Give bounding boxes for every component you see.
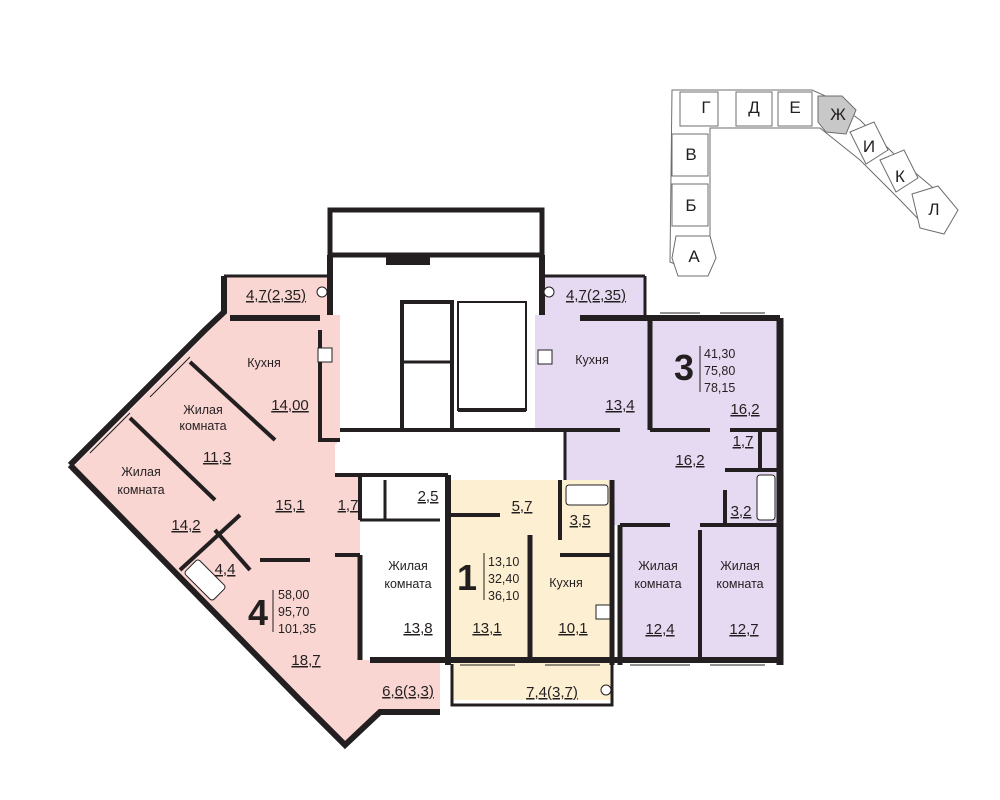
key-label-e: Е	[789, 98, 800, 117]
a3-kitchen-label: Кухня	[575, 353, 608, 367]
apartment-4[interactable]	[70, 276, 440, 745]
a4-bath-area: 4,4	[215, 561, 236, 578]
a1-hall-area: 5,7	[512, 498, 533, 515]
a4-room3-label-2: комната	[384, 577, 431, 591]
a3-room2-label-2: комната	[634, 577, 681, 591]
a3-room3-label-1: Жилая	[720, 559, 760, 573]
key-label-a: А	[688, 247, 700, 266]
a4-wc-area: 1,7	[338, 497, 359, 514]
a4-room3-label-1: Жилая	[388, 559, 428, 573]
key-label-k: К	[895, 167, 905, 186]
a1-area-living: 13,10	[488, 555, 519, 569]
a4-kitchen-area: 14,00	[271, 397, 309, 414]
a1-bath-area: 3,5	[570, 512, 591, 529]
a4-room2-area: 14,2	[171, 517, 200, 534]
a4-room2-label-1: Жилая	[121, 465, 161, 479]
key-plan: Г Д Е Ж И К Л В Б А	[669, 89, 959, 277]
a4-room4-area: 18,7	[291, 652, 320, 669]
a3-number: 3	[674, 347, 694, 388]
windows	[84, 312, 765, 666]
key-label-d: Д	[748, 98, 760, 117]
a4-room1-area: 11,3	[203, 449, 231, 466]
a1-area-full: 36,10	[488, 589, 519, 603]
key-label-i: И	[863, 137, 875, 156]
a3-balcony-area: 4,7(2,35)	[566, 287, 626, 304]
a3-area-total: 75,80	[704, 364, 735, 378]
a3-hall-area: 16,2	[675, 452, 704, 469]
a4-area-total: 95,70	[278, 605, 309, 619]
a4-area-full: 101,35	[278, 622, 316, 636]
a4-kitchen-label: Кухня	[247, 356, 280, 370]
key-section-zh[interactable]	[817, 95, 857, 135]
a3-wc-area: 1,7	[733, 433, 754, 450]
a3-kitchen-area: 13,4	[605, 397, 634, 414]
a1-number: 1	[457, 557, 477, 598]
a4-hall-area: 15,1	[275, 497, 304, 514]
a3-bath-area: 3,2	[731, 503, 752, 520]
a4-room1-label-2: комната	[179, 419, 226, 433]
walls	[67, 207, 784, 750]
a4-room3-area: 13,8	[403, 620, 432, 637]
a3-room3-label-2: комната	[716, 577, 763, 591]
a1-loggia-area: 7,4(3,7)	[526, 684, 578, 701]
a3-room2-label-1: Жилая	[638, 559, 678, 573]
a1-room-area: 13,1	[472, 620, 501, 637]
a4-room1-label-1: Жилая	[183, 403, 223, 417]
a3-area-living: 41,30	[704, 347, 735, 361]
fixtures	[184, 286, 776, 696]
key-label-l: Л	[928, 200, 939, 219]
a3-room1-area: 16,2	[730, 401, 759, 418]
key-label-g: Г	[701, 98, 710, 117]
a4-balcony-area: 4,7(2,35)	[246, 287, 306, 304]
a4-room2-label-2: комната	[117, 483, 164, 497]
a1-kitchen-area: 10,1	[558, 620, 587, 637]
a1-area-total: 32,40	[488, 572, 519, 586]
a4-number: 4	[248, 592, 268, 633]
a4-closet-area: 2,5	[418, 488, 439, 505]
key-label-b: Б	[685, 196, 696, 215]
apartment-3[interactable]	[535, 276, 780, 660]
key-label-zh: Ж	[830, 105, 846, 124]
a3-room3-area: 12,7	[729, 621, 758, 638]
a3-area-full: 78,15	[704, 381, 735, 395]
key-label-v: В	[685, 145, 696, 164]
a4-area-living: 58,00	[278, 588, 309, 602]
a4-loggia-area: 6,6(3,3)	[382, 683, 434, 700]
a3-room2-area: 12,4	[645, 621, 674, 638]
a1-kitchen-label: Кухня	[549, 576, 582, 590]
